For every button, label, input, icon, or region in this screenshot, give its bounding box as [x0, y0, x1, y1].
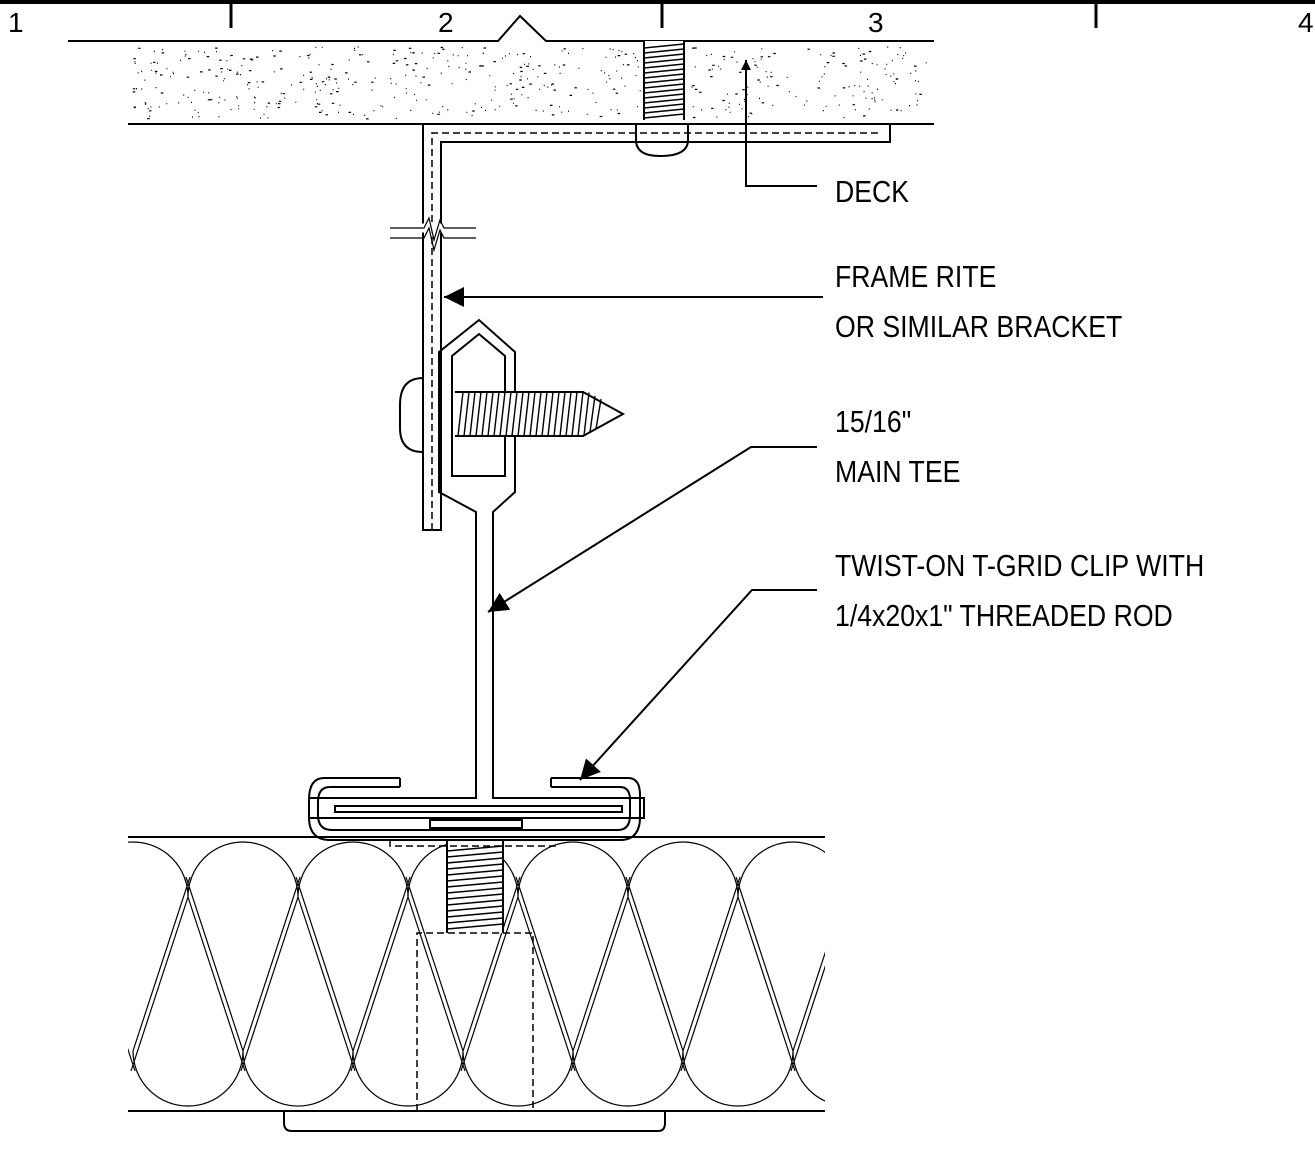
drawing-border: 1 2 3 4 — [0, 0, 1315, 38]
deck-leader — [741, 60, 817, 187]
bracket-label-line1: FRAME RITE — [835, 260, 996, 294]
angle-bracket — [390, 123, 891, 531]
insulation-panel — [128, 836, 825, 1132]
twist-on-clip — [308, 777, 641, 841]
clip-label-line1: TWIST-ON T-GRID CLIP WITH — [835, 549, 1204, 583]
bracket-label-line2: OR SIMILAR BRACKET — [835, 310, 1122, 344]
main-tee — [308, 318, 645, 819]
deck-label: DECK — [835, 175, 909, 209]
deck-anchor — [635, 41, 689, 158]
clip-label-line2: 1/4x20x1" THREADED ROD — [835, 599, 1173, 633]
deck-slab — [68, 14, 934, 125]
zone-label-2: 2 — [438, 7, 454, 38]
tee-label-line1: 15/16" — [835, 405, 911, 439]
tee-label-line2: MAIN TEE — [835, 455, 960, 489]
zone-label-3: 3 — [868, 7, 884, 38]
zone-label-1: 1 — [8, 7, 24, 38]
anchor-threads — [643, 43, 685, 119]
bracket-screw — [455, 391, 626, 437]
zone-label-4: 4 — [1298, 7, 1314, 38]
rod-threads — [446, 845, 504, 930]
screw-threads — [457, 391, 602, 437]
clip-leader — [579, 589, 817, 781]
deck-stipple — [132, 46, 927, 120]
tee-leader — [487, 446, 817, 613]
